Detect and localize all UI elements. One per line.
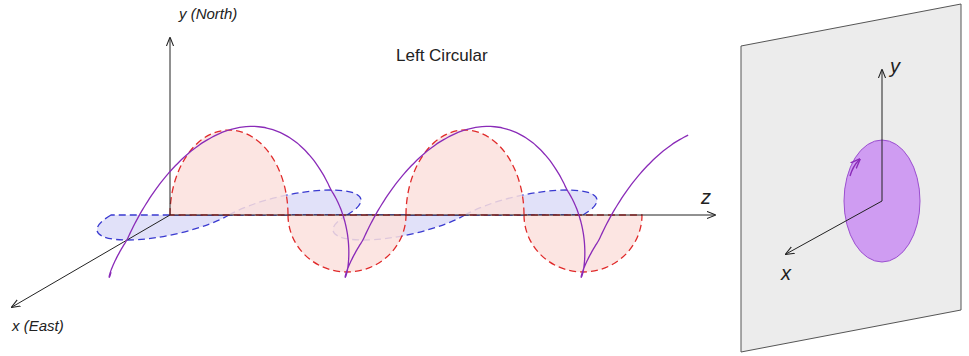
axis-label: x (East) bbox=[12, 318, 64, 335]
y-lobe bbox=[406, 130, 524, 215]
z-axis bbox=[170, 215, 715, 216]
y-lobe bbox=[288, 215, 406, 272]
x-axis bbox=[12, 215, 170, 307]
axis-label: y (North) bbox=[179, 6, 237, 23]
rotation-arrow bbox=[850, 160, 859, 176]
axis-label: y bbox=[890, 55, 900, 77]
diagram-title: Left Circular bbox=[396, 47, 488, 66]
y-lobe bbox=[524, 215, 642, 272]
axis-label: z bbox=[701, 186, 711, 208]
axis-label: x bbox=[781, 262, 791, 284]
y-axis bbox=[170, 38, 171, 215]
field-helix bbox=[109, 126, 688, 277]
y-component-lobes bbox=[170, 130, 642, 272]
plane-y-axis bbox=[882, 70, 883, 201]
y-lobe bbox=[170, 130, 288, 215]
plane-x-axis bbox=[786, 201, 882, 254]
observation-plane bbox=[741, 4, 961, 352]
